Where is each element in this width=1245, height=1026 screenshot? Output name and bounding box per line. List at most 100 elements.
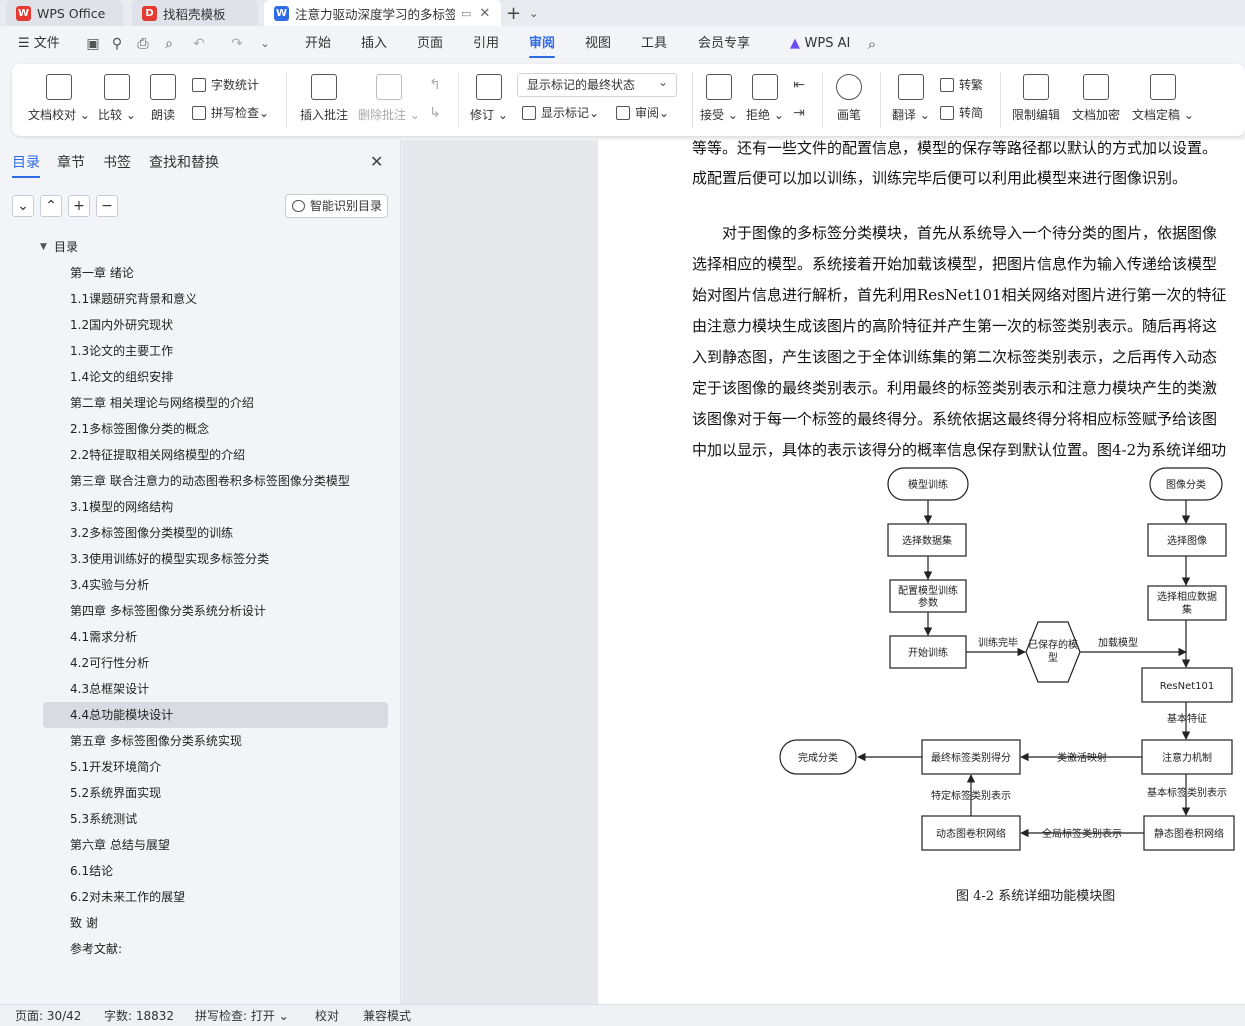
menu-tools[interactable]: 工具 [641, 36, 668, 51]
smart-toc-button[interactable]: 智能识别目录 [285, 194, 388, 218]
nav-tab-find-replace[interactable]: 查找和替换 [149, 155, 219, 171]
toc-item[interactable]: 第三章 联合注意力的动态图卷积多标签图像分类模型 [70, 474, 350, 488]
menu-member[interactable]: 会员专享 [698, 36, 751, 51]
toc-item[interactable]: 4.2可行性分析 [70, 656, 150, 670]
word-count-button[interactable]: 字数统计 [192, 76, 259, 93]
reject-button[interactable]: 拒绝 ⌄ [746, 74, 784, 123]
expand-down-button[interactable]: ⌄ [12, 195, 34, 217]
restrict-edit-icon [1023, 74, 1049, 100]
spell-check-button[interactable]: 拼写检查 ⌄ [192, 104, 269, 121]
print-preview-icon[interactable]: ⌕ [165, 36, 173, 52]
toc-item[interactable]: 1.2国内外研究现状 [70, 318, 174, 332]
prev-revision-icon[interactable]: ⇤ [793, 77, 805, 93]
link-icon[interactable]: ⚲ [111, 36, 123, 52]
doc-proofread-button[interactable]: 文档校对 ⌄ [28, 74, 90, 123]
restrict-edit-button[interactable]: 限制编辑 [1012, 74, 1060, 123]
show-markup-button[interactable]: 显示标记 ⌄ [522, 104, 599, 121]
toc-item[interactable]: 致 谢 [70, 916, 98, 930]
node-select-image [1147, 523, 1227, 557]
nav-tab-bookmarks[interactable]: 书签 [103, 155, 131, 171]
simp-convert-button[interactable]: 转简 [940, 104, 983, 121]
menu-view[interactable]: 视图 [585, 36, 612, 51]
search-icon[interactable]: ⌕ [867, 35, 877, 53]
toc-item[interactable]: 3.3使用训练好的模型实现多标签分类 [70, 552, 270, 566]
label-select-image: 选择图像 [1167, 534, 1207, 547]
toc-item[interactable]: 6.1结论 [70, 864, 114, 878]
close-pane-icon[interactable]: ✕ [370, 152, 384, 171]
toc-item[interactable]: 5.2系统界面实现 [70, 786, 162, 800]
toc-item[interactable]: 第四章 多标签图像分类系统分析设计 [70, 604, 266, 618]
remove-heading-button[interactable]: − [96, 195, 118, 217]
menu-insert[interactable]: 插入 [361, 36, 388, 51]
tab-document[interactable]: W 注意力驱动深度学习的多标签 ▭ ✕ [264, 0, 501, 26]
next-comment-icon[interactable]: ↳ [429, 105, 441, 121]
toc-item[interactable]: 6.2对未来工作的展望 [70, 890, 186, 904]
document-page[interactable]: 模型训练 选择数据集 配置模型训练 参数 开始训练 训练完毕 已保存的模 型 加… [598, 140, 1245, 1004]
toc-item[interactable]: 5.1开发环境简介 [70, 760, 162, 774]
pen-button[interactable]: 画笔 [836, 74, 862, 123]
encrypt-button[interactable]: 文档加密 [1072, 74, 1120, 123]
toc-item[interactable]: 1.1课题研究背景和意义 [70, 292, 198, 306]
tab-docer[interactable]: D 找稻壳模板 [132, 0, 258, 26]
redo-icon[interactable]: ↷ [231, 36, 243, 52]
menu-page[interactable]: 页面 [417, 36, 444, 51]
menu-reference[interactable]: 引用 [473, 36, 500, 51]
toc-item[interactable]: 第一章 绪论 [70, 266, 134, 280]
review-pane-label: 审阅 [635, 106, 660, 120]
word-count-status[interactable]: 字数: 18832 [104, 1009, 175, 1023]
nav-tab-toc[interactable]: 目录 [12, 152, 40, 178]
file-menu[interactable]: ☰ 文件 [18, 26, 60, 62]
tab-wps-office[interactable]: W WPS Office [6, 0, 123, 26]
accept-button[interactable]: 接受 ⌄ [700, 74, 738, 123]
undo-icon[interactable]: ↶ [193, 36, 205, 52]
toc-item[interactable]: 5.3系统测试 [70, 812, 138, 826]
menu-review[interactable]: 审阅 [529, 26, 556, 62]
new-tab-icon[interactable]: + [506, 2, 522, 24]
toc-item[interactable]: 4.3总框架设计 [70, 682, 150, 696]
insert-comment-button[interactable]: 插入批注 [300, 74, 348, 123]
spell-check-icon [192, 105, 206, 120]
save-icon[interactable]: ▣ [86, 36, 100, 52]
collapse-up-button[interactable]: ⌃ [40, 195, 62, 217]
nav-tab-sections[interactable]: 章节 [57, 155, 85, 171]
toc-item[interactable]: 2.1多标签图像分类的概念 [70, 422, 210, 436]
toc-item[interactable]: 3.1模型的网络结构 [70, 500, 174, 514]
read-aloud-label: 朗读 [150, 108, 175, 122]
spell-check-status[interactable]: 拼写检查: 打开 ⌄ [195, 1009, 289, 1023]
next-revision-icon[interactable]: ⇥ [793, 105, 805, 121]
more-chevron-icon[interactable]: ⌄ [260, 37, 270, 50]
wps-ai-button[interactable]: ▲ WPS AI [790, 26, 850, 62]
trad-convert-button[interactable]: 转繁 [940, 76, 983, 93]
toc-item[interactable]: 2.2特征提取相关网络模型的介绍 [70, 448, 246, 462]
prev-comment-icon[interactable]: ↰ [429, 77, 441, 93]
close-tab-icon[interactable]: ✕ [479, 5, 491, 21]
caret-down-icon[interactable]: ▼ [40, 242, 47, 252]
toc-item[interactable]: 3.2多标签图像分类模型的训练 [70, 526, 234, 540]
toc-item[interactable]: 4.1需求分析 [70, 630, 138, 644]
toc-item[interactable]: 参考文献: [70, 942, 123, 956]
toc-item[interactable]: 3.4实验与分析 [70, 578, 150, 592]
print-icon[interactable]: ⎙ [137, 36, 149, 52]
toc-item[interactable]: 第六章 总结与展望 [70, 838, 170, 852]
review-pane-button[interactable]: 审阅 ⌄ [616, 104, 669, 121]
toc-item[interactable]: 1.3论文的主要工作 [70, 344, 174, 358]
toc-item[interactable]: 1.4论文的组织安排 [70, 370, 174, 384]
read-aloud-button[interactable]: 朗读 [150, 74, 176, 123]
delete-comment-button[interactable]: 删除批注 ⌄ [358, 74, 420, 123]
markup-state-select[interactable]: 显示标记的最终状态 [517, 71, 677, 97]
wps-ai-label: WPS AI [804, 36, 851, 51]
revise-button[interactable]: 修订 ⌄ [470, 74, 508, 123]
menu-start[interactable]: 开始 [305, 36, 332, 51]
toc-item[interactable]: 4.4总功能模块设计 [43, 702, 388, 728]
encrypt-label: 文档加密 [1072, 108, 1121, 122]
toc-item[interactable]: 第二章 相关理论与网络模型的介绍 [70, 396, 254, 410]
proofread-status[interactable]: 校对 [315, 1009, 340, 1023]
finalize-button[interactable]: 文档定稿 ⌄ [1132, 74, 1194, 123]
tab-list-chevron-icon[interactable]: ⌄ [529, 6, 539, 20]
translate-button[interactable]: 翻译 ⌄ [892, 74, 930, 123]
toc-root[interactable]: ▼ 目录 [0, 234, 400, 260]
page-indicator[interactable]: 页面: 30/42 [15, 1009, 82, 1023]
add-heading-button[interactable]: + [68, 195, 90, 217]
toc-item[interactable]: 第五章 多标签图像分类系统实现 [70, 734, 242, 748]
compare-button[interactable]: 比较 ⌄ [98, 74, 136, 123]
